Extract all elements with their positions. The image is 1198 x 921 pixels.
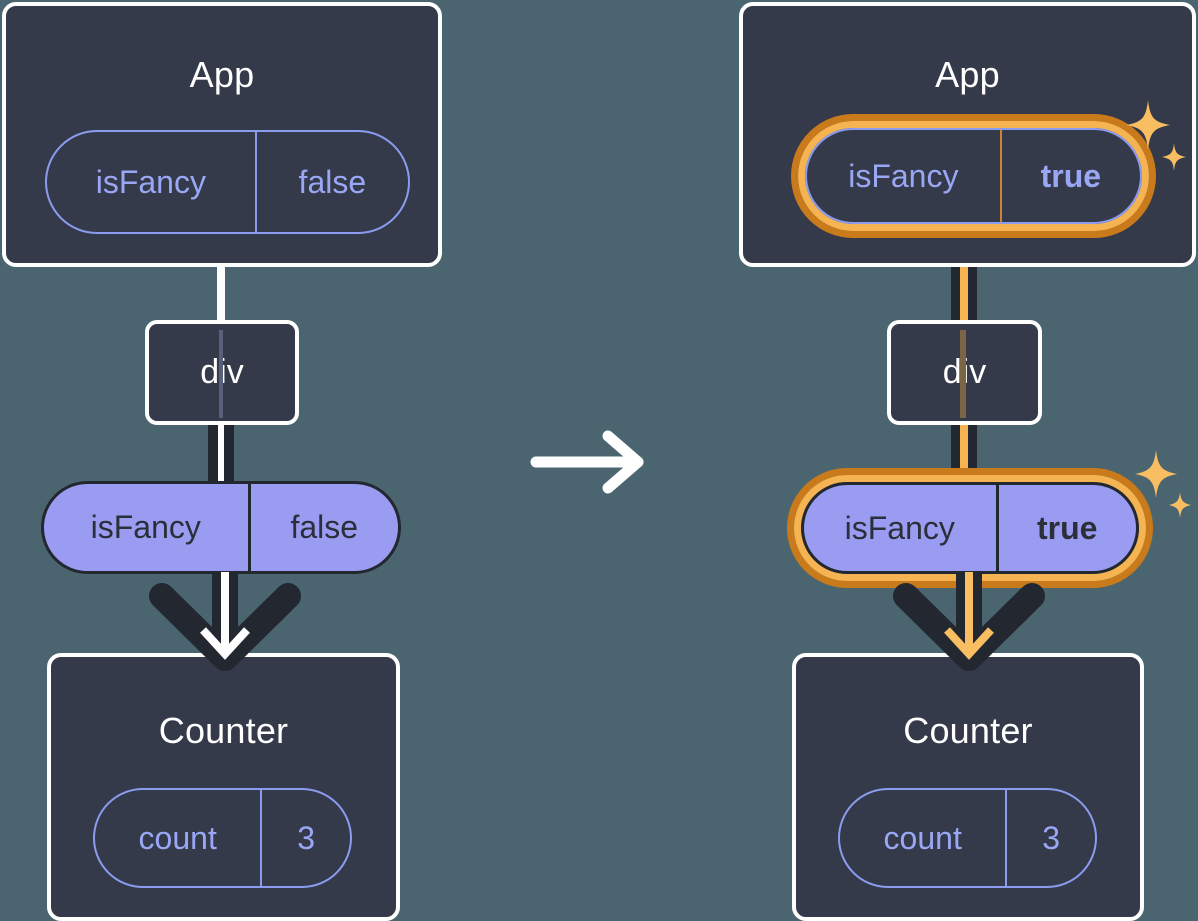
state-pill-isfancy-app-right: isFancy true [805,128,1142,224]
state-pill-count-counter-left: count 3 [93,788,352,888]
highlight-ring-outer-app-right [791,114,1156,238]
prop-pill-value: false [247,484,398,571]
transition-arrow-icon [530,430,650,494]
state-pill-count-counter-right: count 3 [838,788,1097,888]
arrow-prop-to-counter-right [884,572,1054,672]
connector-div-to-prop-left-center [218,418,224,488]
state-pill-key: isFancy [95,163,206,200]
connector-through-div-right [960,330,966,418]
component-box-counter-right: Counter count 3 [792,653,1144,921]
connector-app-to-div-right-core [960,232,968,330]
right-diagram-panel: App isFancy true div isFancy true [599,0,1198,921]
component-title-counter-left: Counter [158,710,289,751]
state-pill-value: 3 [260,790,350,886]
prop-pill-isfancy-right: isFancy true [801,482,1139,574]
state-pill-isfancy-app-left: isFancy false [45,130,410,234]
sparkle-icon-prop-right [1134,448,1194,528]
component-box-app-left: App isFancy false [2,2,442,267]
arrow-prop-to-counter-left [140,572,310,672]
component-title-counter-right: Counter [903,710,1033,751]
sparkle-icon-app-right [1124,98,1188,182]
state-pill-value: 3 [1005,790,1095,886]
connector-app-to-div-left [217,262,225,326]
connector-through-div-left [219,330,223,418]
left-diagram-panel: App isFancy false div isFancy false [2,2,442,921]
prop-pill-key: isFancy [844,509,955,546]
component-title-app-right: App [935,54,1000,95]
component-box-counter-left: Counter count 3 [47,653,400,921]
state-pill-key: isFancy [848,157,959,194]
prop-pill-value: true [995,485,1137,571]
state-pill-key: count [138,819,217,856]
state-pill-value: false [254,132,408,232]
state-pill-value: true [999,130,1140,222]
highlight-ring-inner-app-right [798,121,1149,231]
prop-pill-key: isFancy [90,509,201,545]
connector-div-to-prop-right-core [960,418,968,488]
state-pill-key: count [883,819,962,856]
prop-pill-isfancy-left: isFancy false [41,481,401,574]
component-title-app-left: App [189,54,255,95]
